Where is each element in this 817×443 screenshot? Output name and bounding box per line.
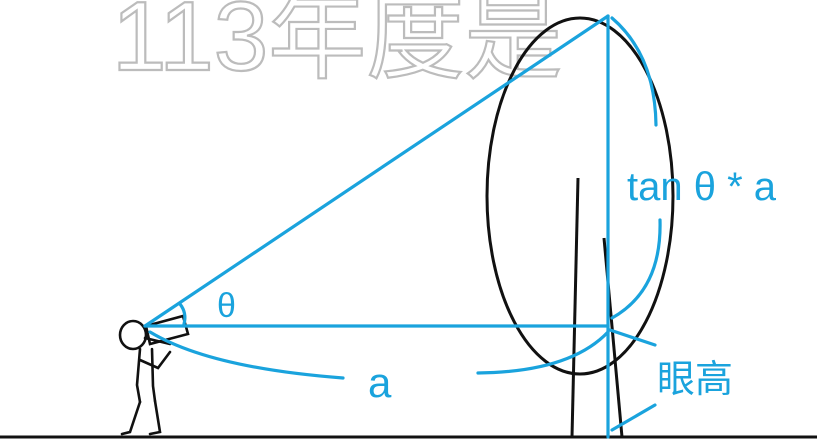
height-brace-top: [610, 16, 658, 127]
theta-label: θ: [217, 287, 236, 325]
sight-line: [143, 14, 610, 328]
tree-crown: [485, 16, 675, 376]
observer-figure: [118, 314, 190, 436]
tree-trunk: [570, 177, 624, 438]
measurement-lines: [143, 14, 662, 439]
distance-brace-left: [148, 330, 345, 380]
distance-label: a: [368, 359, 392, 406]
eye-height-brace-bottom: [610, 403, 657, 432]
height-formula-label: tan θ * a: [627, 165, 777, 209]
angle-arc: [178, 302, 187, 326]
distance-brace-right: [476, 330, 610, 375]
watermark-text: 113年度是: [112, 0, 562, 91]
eye-height-label: 眼高: [657, 359, 733, 401]
eye-height-brace-top: [608, 328, 657, 347]
height-brace-bottom: [610, 218, 662, 320]
